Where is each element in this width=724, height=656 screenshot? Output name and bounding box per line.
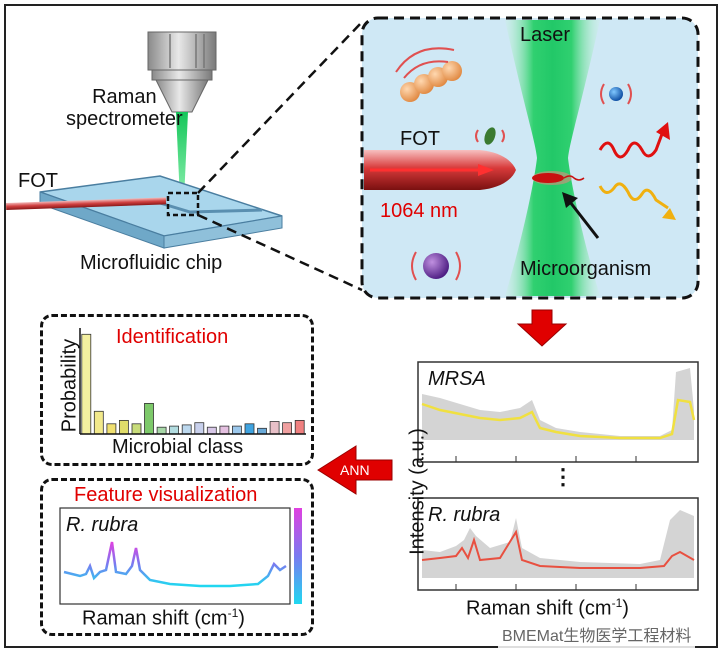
laser-beam — [505, 20, 600, 296]
microorganism-icon — [532, 173, 564, 183]
mrsa-label: MRSA — [428, 368, 486, 390]
microorganism-label: Microorganism — [520, 258, 652, 280]
fot-zoom-label: FOT — [400, 128, 440, 150]
zoom-region-marker — [166, 191, 200, 217]
red-signal-wave — [598, 133, 664, 159]
rod-bacterium-icon — [475, 127, 505, 145]
cocci-chain-icon — [395, 47, 462, 102]
feature-spectrum-panel — [59, 507, 302, 605]
spectra-ylabel: Intensity (a.u.) — [406, 428, 429, 555]
spectra-xlabel: Raman shift (cm-1) — [466, 596, 629, 620]
identification-xlabel: Microbial class — [112, 436, 244, 458]
feature-species-label: R. rubra — [66, 514, 139, 536]
mrsa-spectrum-panel — [417, 361, 699, 463]
chip-label: Microfluidic chip — [80, 252, 223, 274]
feature-title: Feature visualization — [74, 484, 258, 506]
rrubra-spectrum-label: R. rubra — [428, 504, 501, 526]
identification-box — [40, 314, 314, 466]
identification-ylabel: Probability — [58, 338, 81, 433]
blue-cell-icon — [600, 83, 632, 105]
raman-beam — [176, 112, 188, 200]
purple-cell-icon — [411, 251, 461, 281]
feature-xlabel: Raman shift (cm-1) — [82, 606, 245, 630]
laser-label: Laser — [520, 24, 571, 46]
arrow-right-icon — [478, 164, 494, 176]
fot-fiber — [6, 197, 167, 210]
identification-bars — [81, 333, 305, 435]
wavelength-label: 1064 nm — [380, 200, 458, 222]
yellow-signal-wave — [598, 182, 669, 210]
ann-label: ANN — [340, 462, 370, 478]
identification-title: Identification — [116, 326, 229, 348]
objective-lens-icon — [147, 31, 217, 113]
fot-setup-label: FOT — [18, 170, 58, 192]
down-arrow-icon — [516, 309, 568, 347]
feature-box — [40, 478, 314, 636]
ann-arrow-icon — [317, 445, 393, 495]
pointer-arrow-icon — [562, 192, 578, 208]
rrubra-spectrum-panel — [417, 497, 699, 591]
spectrometer-label: Raman spectrometer — [66, 86, 183, 130]
watermark: BMEMat生物医学工程材料 — [498, 620, 696, 648]
color-scale-bar — [294, 508, 302, 604]
ellipsis: ⋮ — [552, 464, 574, 489]
